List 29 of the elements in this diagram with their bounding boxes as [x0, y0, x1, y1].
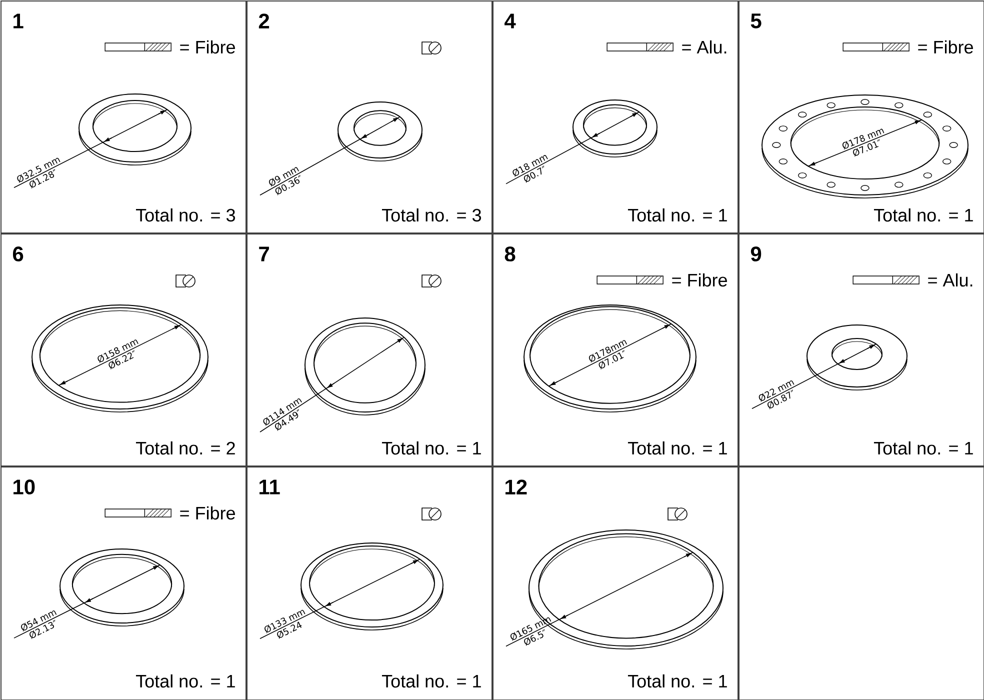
total-count: Total no. = 3	[136, 208, 235, 222]
total-count: Total no. = 1	[874, 441, 973, 455]
material-label: = Fibre	[180, 506, 235, 520]
item-number: 7	[259, 246, 269, 262]
item-number: 4	[504, 14, 516, 28]
total-count: Total no. = 1	[136, 674, 235, 688]
total-count: Total no. = 1	[874, 208, 973, 222]
total-count: Total no. = 1	[382, 674, 481, 688]
total-count: Total no. = 3	[382, 208, 481, 222]
table-cell	[738, 466, 984, 700]
item-number: 11	[260, 480, 280, 494]
item-number: 5	[750, 14, 762, 28]
total-count: Total no. = 1	[382, 441, 481, 455]
item-number: 2	[258, 14, 270, 28]
total-count: Total no. = 1	[628, 208, 727, 222]
material-label: = Fibre	[180, 40, 235, 54]
material-label: = Fibre	[918, 40, 973, 54]
item-number: 1	[14, 14, 24, 28]
total-count: Total no. = 1	[628, 674, 727, 688]
total-count: Total no. = 2	[136, 441, 235, 455]
item-number: 12	[506, 480, 527, 494]
item-number: 10	[14, 480, 35, 494]
item-number: 8	[504, 246, 516, 262]
material-label: = Fibre	[672, 273, 727, 287]
total-count: Total no. = 1	[628, 441, 727, 455]
item-number: 9	[750, 246, 762, 262]
material-label: = Alu.	[928, 273, 972, 287]
item-number: 6	[12, 246, 24, 262]
material-label: = Alu.	[682, 40, 726, 54]
